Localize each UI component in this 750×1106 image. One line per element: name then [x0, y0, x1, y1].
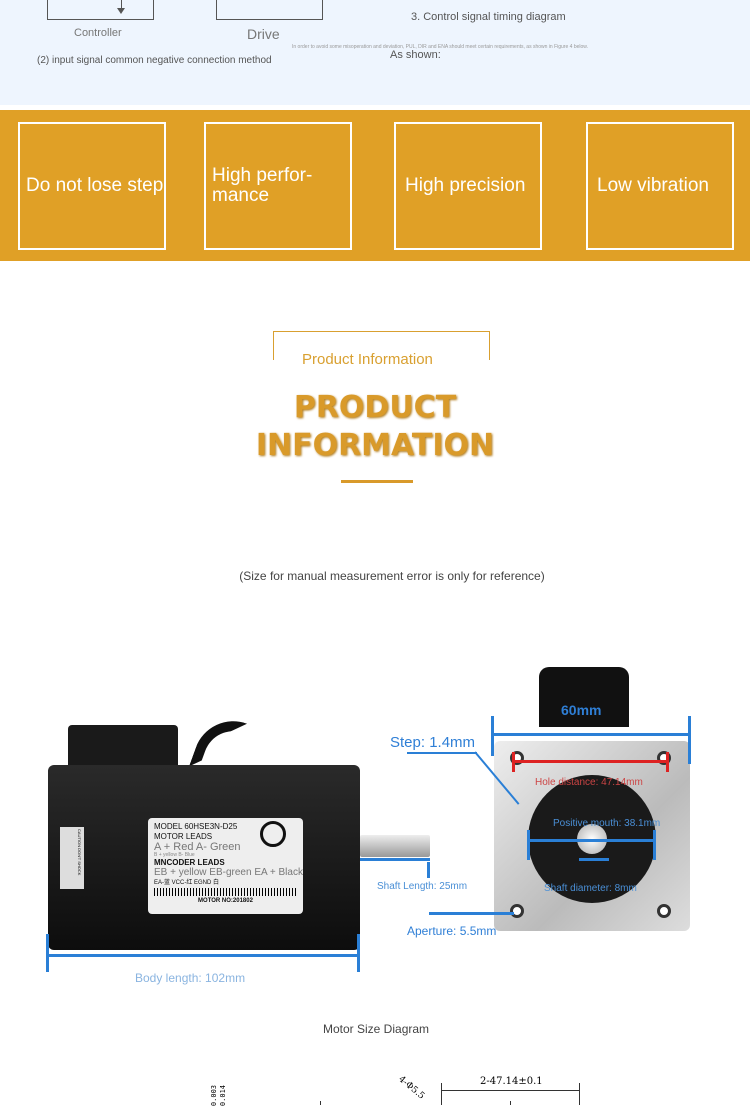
aperture-label: Aperture: 5.5mm [407, 924, 497, 938]
timing-heading: 3. Control signal timing diagram [411, 11, 566, 23]
feature-label: High precision [405, 175, 526, 196]
feature-label: High perfor- mance [212, 165, 313, 206]
dim-tick [357, 934, 360, 972]
hole-distance-label: Hole distance: 47.14mm [535, 777, 643, 788]
dim-tick [653, 830, 656, 860]
encoder-ea: EA-蓝 VCC-红 EGND 白 [154, 880, 220, 886]
feature-card: Low vibration [586, 122, 734, 250]
section-label: Product Information [295, 351, 440, 368]
barcode [154, 888, 297, 896]
positive-mouth-label: Positive mouth: 38.1mm [553, 818, 661, 829]
diagram-caption: Motor Size Diagram [323, 1022, 430, 1036]
dim-tick [512, 752, 515, 772]
body-length-line [46, 954, 360, 957]
dim-tick [491, 716, 494, 756]
step-label: Step: 1.4mm [390, 734, 476, 751]
timing-note: In order to avoid some misoperation and … [292, 44, 588, 50]
no-shock-icon [260, 821, 286, 847]
technical-drawing: 0.003 0.014 4-Φ5.5 2-47.14±0.1 [200, 1074, 600, 1106]
feature-label: Do not lose step [26, 175, 164, 196]
drive-label: Drive [247, 26, 280, 42]
method-caption: (2) input signal common negative connect… [37, 55, 272, 66]
shaft-length-line [360, 858, 430, 861]
leads-b: B + yellow B- Blue [154, 852, 195, 858]
tolerance-text: 0.003 [210, 1085, 218, 1106]
dim-tick [527, 830, 530, 860]
motor-number: MOTOR NO:201802 [198, 898, 253, 904]
motor-side-image: MODEL 60HSE3N-D25 MOTOR LEADS A + Red A-… [48, 709, 430, 955]
positive-mouth-line [527, 839, 655, 842]
caution-label: CAUTION DON'T SHOCK [60, 827, 84, 889]
step-leader [407, 752, 477, 754]
dim-tick [666, 752, 669, 772]
controller-box [47, 0, 154, 20]
as-shown: As shown: [390, 49, 441, 61]
wiring-section: Controller Drive (2) input signal common… [0, 0, 750, 105]
divider [341, 480, 413, 483]
encoder-text: MNCODER LEADS [154, 858, 225, 867]
features-band: Do not lose step High perfor- mance High… [0, 110, 750, 261]
feature-card: High precision [394, 122, 542, 250]
motor-nameplate: MODEL 60HSE3N-D25 MOTOR LEADS A + Red A-… [148, 818, 303, 914]
section-title: PRODUCT [293, 390, 457, 425]
encoder-eb: EB + yellow EB-green EA + Black [154, 867, 303, 878]
width-line [491, 733, 690, 736]
feature-label: Low vibration [597, 175, 709, 196]
hole-spec: 4-Φ5.5 [396, 1074, 427, 1102]
drive-box [216, 0, 323, 20]
shaft-length-label: Shaft Length: 25mm [377, 881, 468, 892]
section-title-2: INFORMATION [255, 428, 495, 463]
body-length-label: Body length: 102mm [135, 971, 246, 985]
dim-tick [427, 862, 430, 878]
feature-card: Do not lose step [18, 122, 166, 250]
hole-distance-line [512, 760, 669, 763]
model-text: MODEL 60HSE3N-D25 [154, 822, 238, 831]
dim-tick [688, 716, 691, 764]
tolerance-text: 0.014 [219, 1085, 227, 1106]
feature-card: High perfor- mance [204, 122, 352, 250]
leads-text: MOTOR LEADS [154, 832, 213, 841]
shaft-diameter-line [579, 858, 609, 861]
leads-a: A + Red A- Green [154, 841, 241, 853]
controller-label: Controller [74, 27, 122, 39]
aperture-leader [429, 912, 514, 915]
dim-tick [46, 934, 49, 972]
width-label: 60mm [561, 702, 602, 718]
shaft-diameter-label: Shaft diameter: 8mm [544, 883, 637, 894]
measurement-note: (Size for manual measurement error is on… [239, 569, 545, 583]
arrow-down-icon [117, 8, 125, 14]
hole-distance-spec: 2-47.14±0.1 [480, 1076, 543, 1087]
section-frame [273, 331, 490, 360]
